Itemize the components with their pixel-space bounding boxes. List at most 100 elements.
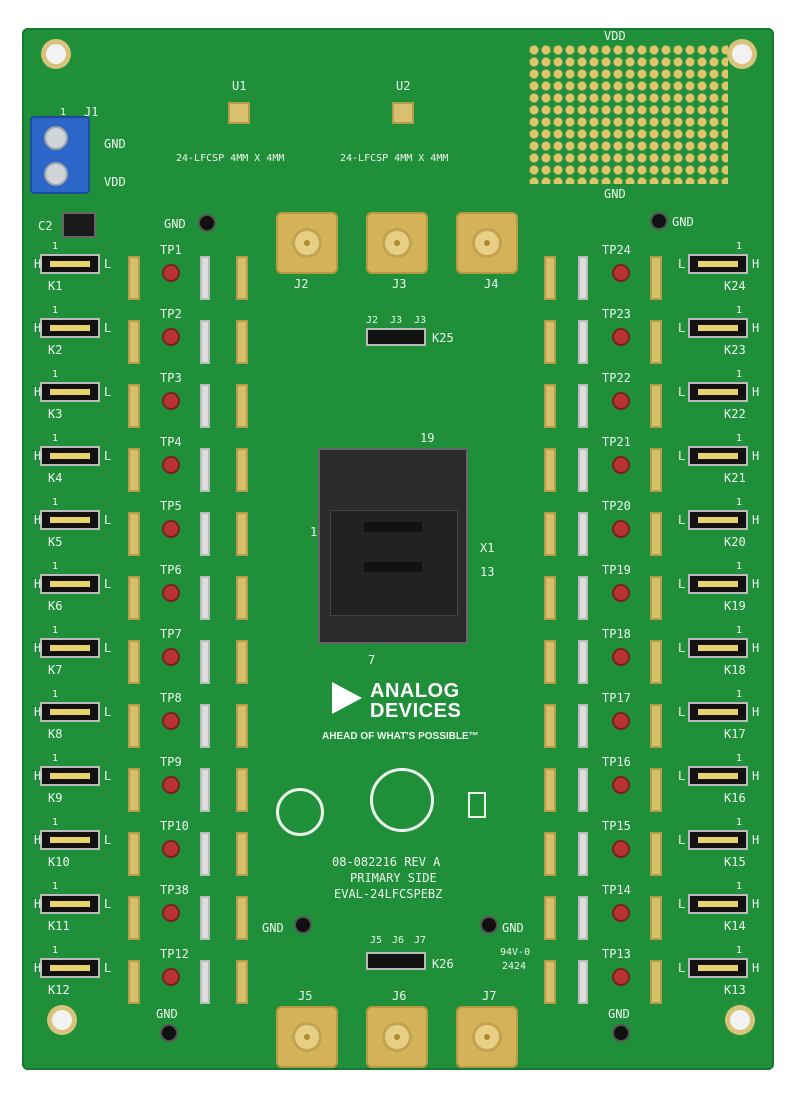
smd-component: [200, 832, 210, 876]
jumper-header: [40, 510, 100, 530]
sma-bottom-label: J6: [392, 989, 407, 1003]
test-point-red: [612, 712, 630, 730]
jumper-header: [688, 254, 748, 274]
gnd-testpoint-top-left: [198, 214, 216, 232]
test-point-red: [162, 840, 180, 858]
socket-slot: [364, 522, 422, 532]
test-point-label: TP15: [602, 819, 631, 833]
k25-pin-label: J3: [390, 315, 403, 326]
smd-component: [578, 896, 588, 940]
c2-capacitor: [62, 212, 96, 238]
jumper-h-label: H: [34, 961, 42, 975]
smd-component: [200, 512, 210, 556]
jumper-pin1-label: 1: [52, 625, 59, 636]
smd-pad: [544, 256, 556, 300]
jumper-l-label: L: [678, 833, 686, 847]
logo-line1: ANALOG: [370, 680, 460, 702]
jumper-header: [688, 894, 748, 914]
u2-chip: [392, 102, 414, 124]
smd-component: [578, 704, 588, 748]
recycle-icon: [276, 788, 324, 836]
test-point-red: [612, 328, 630, 346]
u1-ref: U1: [232, 79, 247, 93]
jumper-header: [40, 254, 100, 274]
smd-component: [200, 576, 210, 620]
smd-pad: [650, 896, 662, 940]
smd-component: [578, 512, 588, 556]
jumper-l-label: L: [678, 321, 686, 335]
socket-pin1: 1: [310, 525, 318, 539]
test-point-red: [162, 264, 180, 282]
smd-component: [578, 960, 588, 1004]
sma-connector: [456, 212, 518, 274]
jumper-header: [688, 766, 748, 786]
smd-pad: [128, 576, 140, 620]
jumper-h-label: H: [34, 897, 42, 911]
jumper-pin1-label: 1: [52, 689, 59, 700]
smd-pad: [544, 832, 556, 876]
jumper-ref: K16: [724, 791, 746, 805]
k25-pin-label: J3: [414, 315, 427, 326]
jumper-ref: K22: [724, 407, 746, 421]
test-point-label: TP24: [602, 243, 631, 257]
jumper-header: [688, 574, 748, 594]
smd-component: [200, 896, 210, 940]
smd-component: [578, 320, 588, 364]
jumper-h-label: H: [752, 449, 760, 463]
jumper-h-label: H: [34, 449, 42, 463]
smd-pad: [650, 704, 662, 748]
jumper-header: [40, 318, 100, 338]
jumper-l-label: L: [104, 577, 112, 591]
gnd-testpoint-bottom-left: [160, 1024, 178, 1042]
smd-component: [200, 320, 210, 364]
jumper-pin1-label: 1: [736, 689, 743, 700]
test-point-red: [162, 520, 180, 538]
test-point-label: TP9: [160, 755, 182, 769]
k25-pin-label: J2: [366, 315, 379, 326]
date-code: 2424: [502, 961, 527, 972]
jumper-pin1-label: 1: [52, 497, 59, 508]
test-point-red: [612, 968, 630, 986]
smd-pad: [650, 768, 662, 812]
gnd-label: GND: [608, 1007, 630, 1021]
smd-pad: [128, 640, 140, 684]
jumper-ref: K7: [48, 663, 63, 677]
jumper-l-label: L: [678, 769, 686, 783]
jumper-h-label: H: [34, 257, 42, 271]
sma-connector: [366, 212, 428, 274]
jumper-l-label: L: [104, 961, 112, 975]
jumper-pin1-label: 1: [736, 369, 743, 380]
jumper-header: [688, 382, 748, 402]
u2-ref: U2: [396, 79, 411, 93]
smd-pad: [544, 896, 556, 940]
analog-devices-logo: ANALOG DEVICES: [332, 680, 461, 722]
gnd-label: GND: [164, 217, 186, 231]
sma-connector: [276, 1006, 338, 1068]
rohs-icon: [370, 768, 434, 832]
test-point-red: [612, 264, 630, 282]
jumper-pin1-label: 1: [52, 817, 59, 828]
jumper-ref: K24: [724, 279, 746, 293]
socket-pin13: 13: [480, 565, 495, 579]
k26-pin-label: J6: [392, 935, 405, 946]
jumper-header: [688, 638, 748, 658]
jumper-header: [40, 382, 100, 402]
jumper-ref: K20: [724, 535, 746, 549]
mounting-hole-top-left: [46, 44, 66, 64]
jumper-h-label: H: [34, 385, 42, 399]
jumper-pin1-label: 1: [52, 369, 59, 380]
test-point-red: [612, 648, 630, 666]
jumper-l-label: L: [678, 449, 686, 463]
jumper-ref: K13: [724, 983, 746, 997]
test-point-label: TP23: [602, 307, 631, 321]
jumper-pin1-label: 1: [736, 945, 743, 956]
jumper-l-label: L: [678, 257, 686, 271]
jumper-ref: K21: [724, 471, 746, 485]
test-point-label: TP4: [160, 435, 182, 449]
jumper-h-label: H: [34, 641, 42, 655]
test-point-label: TP6: [160, 563, 182, 577]
smd-pad: [128, 384, 140, 428]
jumper-h-label: H: [752, 833, 760, 847]
test-socket-x1: [318, 448, 468, 644]
jumper-pin1-label: 1: [736, 241, 743, 252]
